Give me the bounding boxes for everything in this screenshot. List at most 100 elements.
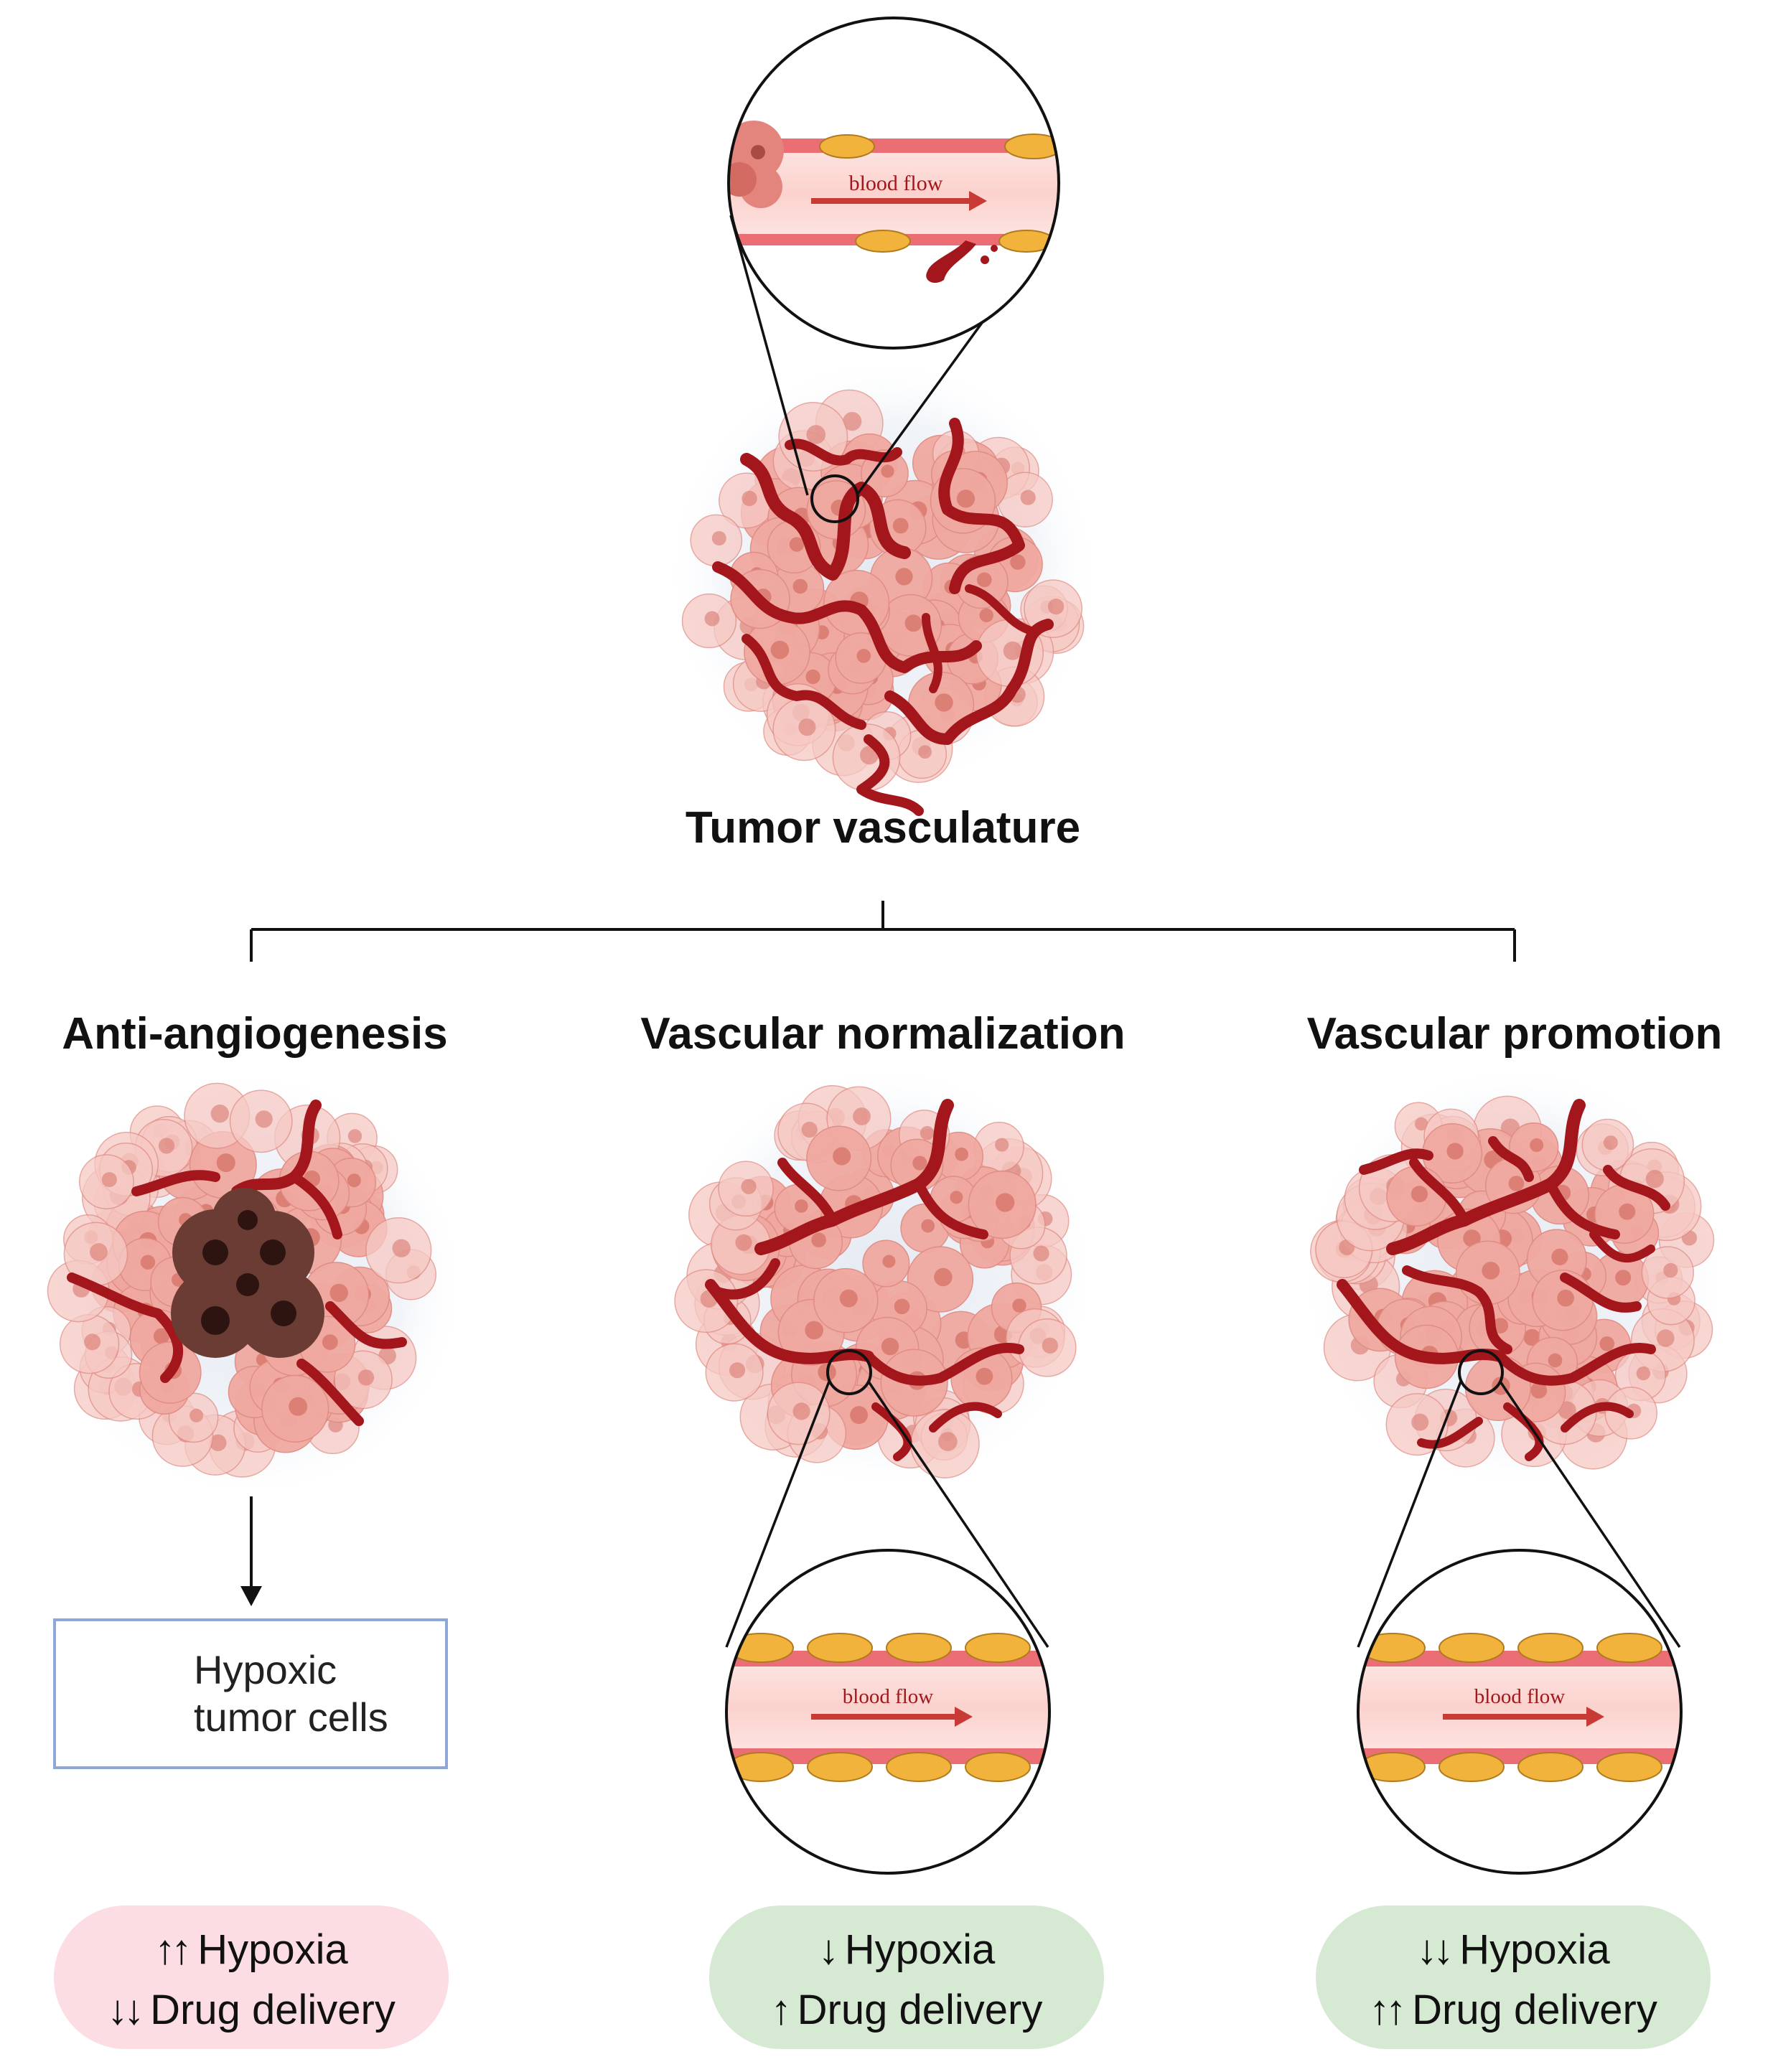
tumor-cell-nucleus [920, 1126, 935, 1140]
tumor-cell-nucleus [918, 745, 932, 759]
tumor-cell-nucleus [955, 1147, 968, 1161]
hypoxic-label: Hypoxic tumor cells [194, 1647, 388, 1740]
promoted-vessel-zoom: blood flow [1357, 1549, 1683, 1875]
tumor-cell-nucleus [806, 425, 826, 444]
tumor-cell-nucleus [210, 1434, 227, 1452]
tumor-cell-nucleus [976, 1367, 993, 1385]
tumor-cell-nucleus [935, 693, 953, 712]
tumor-cell-nucleus [190, 1408, 204, 1422]
hypoxic-core [171, 1188, 324, 1358]
tumor-cell-nucleus [1557, 1289, 1574, 1307]
tumor-vessels [712, 418, 1054, 816]
tumor-vessels [705, 1099, 1024, 1461]
tumor-cell-nucleus [979, 608, 993, 622]
tumor-cell-nucleus [1446, 1143, 1464, 1160]
hypoxic-tumor-cells-box: Hypoxic tumor cells [53, 1618, 448, 1769]
tumor-cell-nucleus [1003, 641, 1022, 660]
blood-flow-label: blood flow [843, 1685, 934, 1708]
blood-flow-label: blood flow [1474, 1685, 1566, 1708]
tumor-cell-nucleus [1411, 1186, 1428, 1203]
branch-connector [250, 901, 1516, 962]
tumor-cell-nucleus [1551, 1248, 1568, 1265]
tumor-cell-nucleus [938, 1432, 958, 1451]
tumor-cell-nucleus [704, 611, 720, 627]
normalized-vessel-zoom: blood flow [725, 1549, 1051, 1875]
tumor-cell-nucleus [950, 1191, 963, 1204]
tumor-cell-nucleus [1645, 1170, 1664, 1189]
promotion-tumor [1299, 1062, 1730, 1648]
top-tumor [664, 215, 1102, 816]
tumor-cell-nucleus [210, 1105, 229, 1123]
tumor-cell-nucleus [795, 1199, 808, 1213]
tumor-cell-nucleus [912, 1155, 927, 1171]
tumor-cell-nucleus [811, 1232, 826, 1247]
blood-flow-label: blood flow [849, 172, 943, 195]
tumor-cell-nucleus [392, 1239, 411, 1257]
top-zoom-vessel: blood flow [727, 17, 1060, 350]
tumor-cell-nucleus [711, 531, 726, 545]
tumor-cell-nucleus [843, 412, 862, 431]
tumor-cell-nucleus [1603, 1135, 1618, 1150]
effect-pill-anti-angiogenesis: ↑↑Hypoxia ↓↓Drug delivery [54, 1905, 449, 2049]
tumor-cell-nucleus [742, 490, 757, 507]
tumor-cell-nucleus [798, 718, 816, 736]
tumor-cell-nucleus [1558, 1401, 1576, 1420]
tumor-vasculature-title: Tumor vasculature [685, 803, 1081, 853]
tumor-cell-nucleus [895, 568, 913, 586]
tumor-cell-nucleus [770, 640, 790, 660]
tumor-cell-nucleus [1010, 554, 1026, 570]
tumor-cell-nucleus [322, 1334, 338, 1350]
tumor-cell-nucleus [995, 1138, 1009, 1152]
tumor-cell-nucleus [833, 1147, 851, 1166]
tumor-cell-nucleus [904, 614, 922, 632]
vascular-normalization-title: Vascular normalization [640, 1009, 1126, 1059]
normalization-tumor [668, 1062, 1098, 1648]
tumor-vessels [1337, 1099, 1670, 1461]
tumor-cell-nucleus [881, 1337, 899, 1356]
tumor-cell-nucleus [1482, 1262, 1500, 1280]
focus-circle [810, 474, 859, 523]
tumor-cell-nucleus [347, 1129, 362, 1143]
tumor-cell-nucleus [1530, 1138, 1544, 1153]
tumor-cell-nucleus [853, 1107, 871, 1125]
tumor-cell-nucleus [729, 1362, 746, 1379]
tumor-cell-nucleus [1020, 489, 1036, 505]
tumor-cell-nucleus [1615, 1270, 1632, 1286]
tumor-cell-nucleus [996, 1193, 1015, 1212]
tumor-cell-nucleus [1463, 1229, 1481, 1247]
tumor-cell-nucleus [789, 537, 805, 552]
tumor-cell-nucleus [1619, 1203, 1636, 1220]
tumor-cell-nucleus [1012, 1298, 1026, 1313]
tumor-cell-nucleus [1414, 1117, 1428, 1131]
tumor-cell-nucleus [216, 1153, 235, 1173]
tumor-cell-nucleus [158, 1138, 175, 1154]
effect-pill-promotion: ↓↓Hypoxia ↑↑Drug delivery [1316, 1905, 1711, 2049]
tumor-cell-nucleus [1411, 1413, 1429, 1431]
tumor-cell-nucleus [792, 1402, 810, 1420]
tumor-cell-nucleus [347, 1173, 361, 1188]
tumor-cell-nucleus [977, 572, 992, 588]
tumor-cell-nucleus [1548, 1353, 1563, 1368]
tumor-cell-nucleus [289, 1397, 308, 1416]
tumor-cell-nucleus [850, 1406, 869, 1425]
effect-pill-normalization: ↓Hypoxia ↑Drug delivery [709, 1905, 1104, 2049]
tumor-cell-nucleus [934, 1267, 953, 1287]
zoom-line-left [729, 215, 809, 496]
tumor-cell-nucleus [329, 1283, 348, 1303]
tumor-cell-nucleus [90, 1243, 108, 1261]
tumor-cell-nucleus [1657, 1329, 1675, 1347]
tumor-cell-nucleus [805, 669, 820, 685]
tumor-cell-nucleus [921, 1219, 935, 1233]
tumor-cell-nucleus [1508, 1176, 1525, 1191]
tumor-vessels [67, 1100, 407, 1426]
tumor-cell-nucleus [255, 1110, 273, 1128]
tumor-cell-nucleus [856, 649, 871, 663]
tumor-cell-nucleus [792, 578, 808, 594]
tumor-cell-nucleus [735, 1234, 752, 1251]
tumor-cell-nucleus [1047, 599, 1065, 615]
vascular-promotion-title: Vascular promotion [1306, 1009, 1723, 1059]
tumor-cell-nucleus [140, 1255, 156, 1270]
tumor-cell-nucleus [839, 1289, 858, 1308]
tumor-cell-nucleus [881, 464, 894, 478]
